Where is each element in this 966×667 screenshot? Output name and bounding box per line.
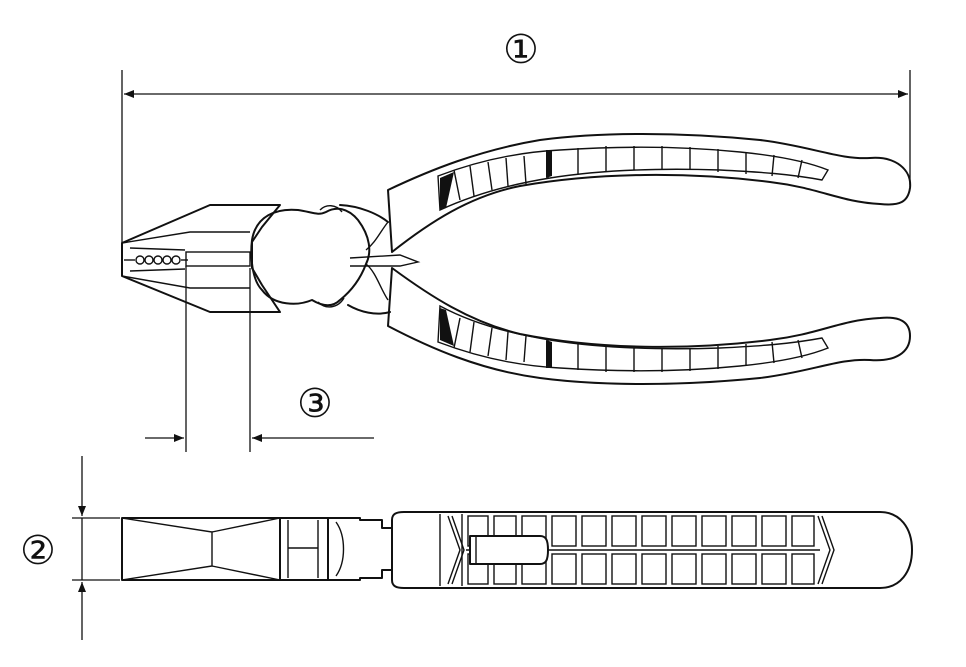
label-overall-length: ① bbox=[503, 27, 539, 73]
dimension-overall-length: ① bbox=[121, 27, 911, 244]
dimension-thickness: ② bbox=[20, 456, 120, 640]
label-thickness: ② bbox=[20, 528, 56, 574]
pliers-side-view bbox=[121, 133, 912, 385]
pliers-top-view bbox=[121, 511, 913, 589]
dimension-jaw-length: ③ bbox=[145, 266, 374, 452]
label-jaw-length: ③ bbox=[297, 381, 333, 427]
